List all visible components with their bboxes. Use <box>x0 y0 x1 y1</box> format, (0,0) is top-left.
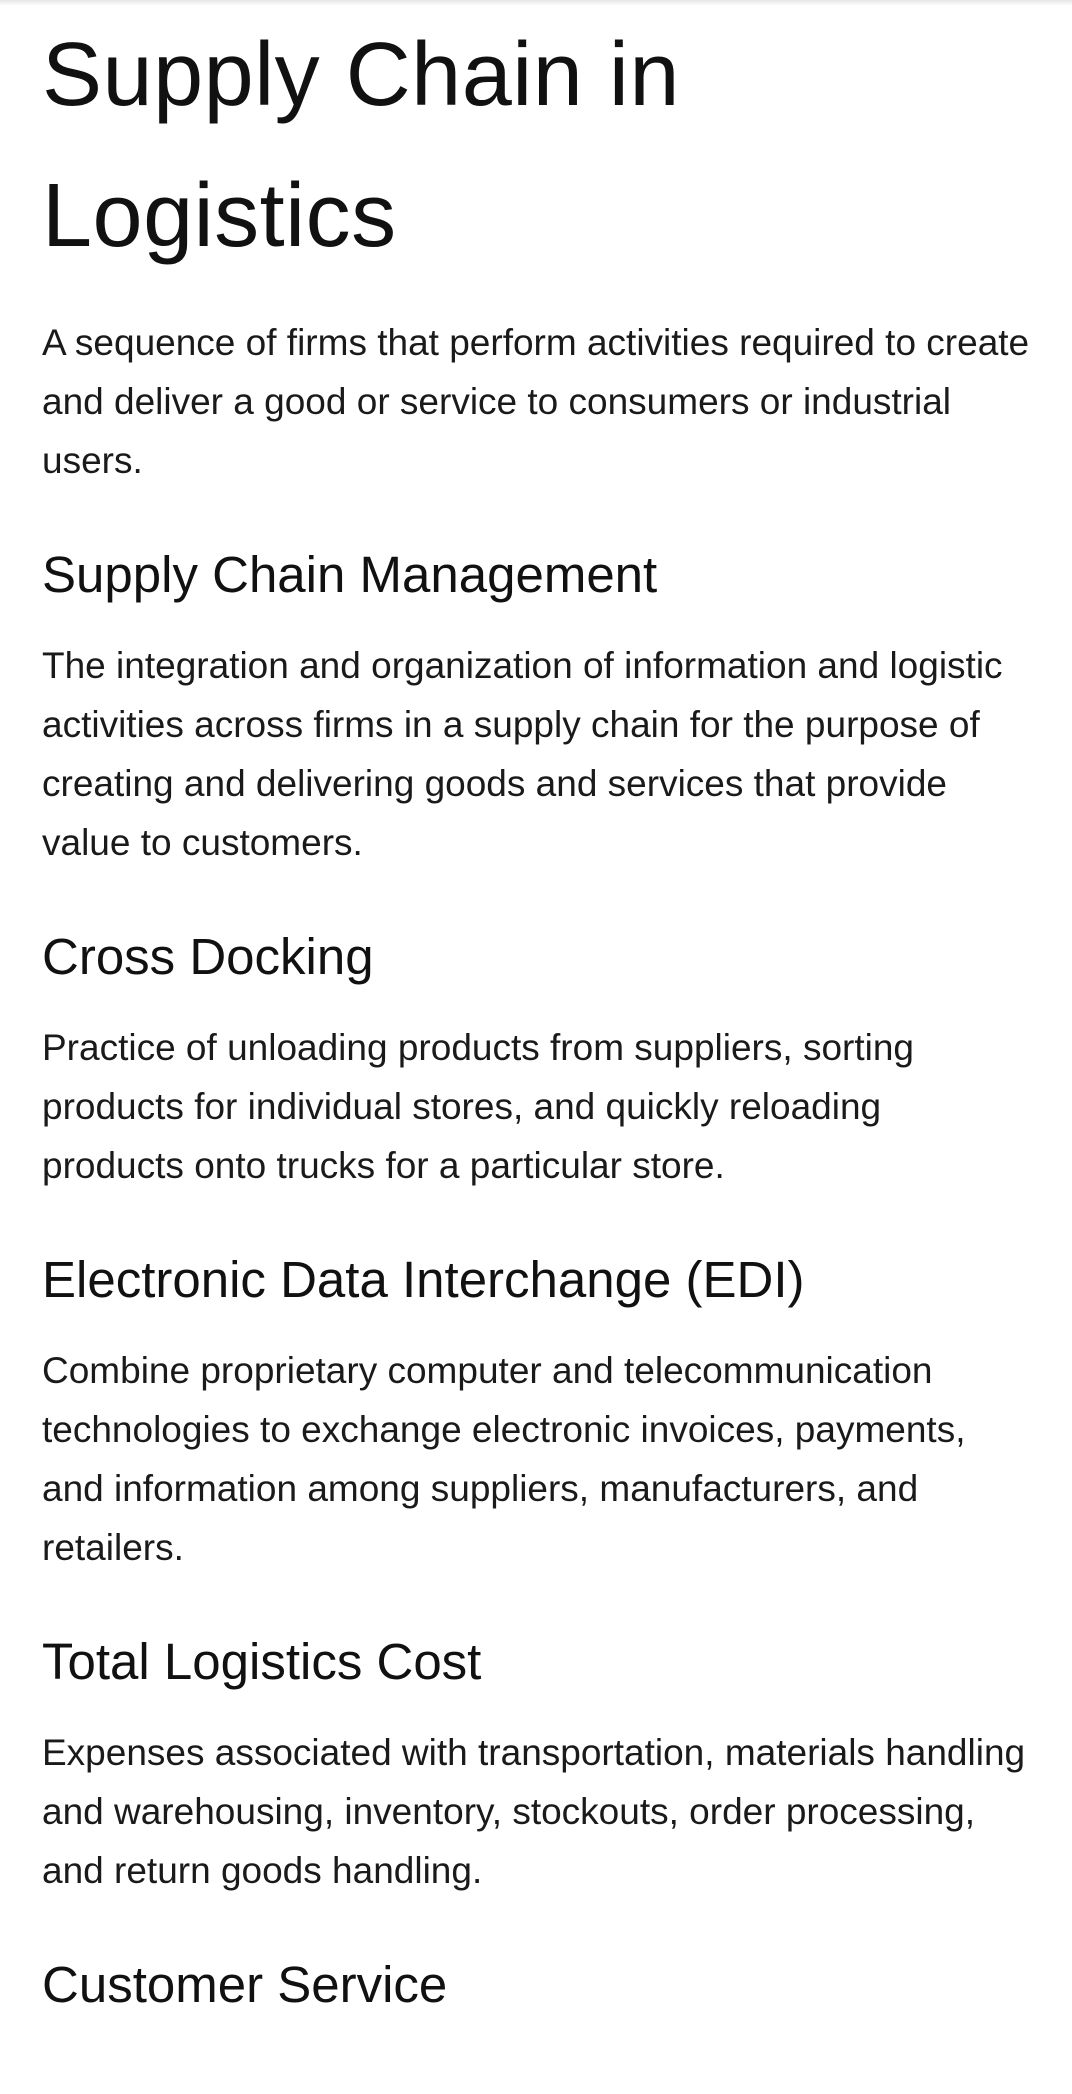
section-heading: Customer Service <box>42 1956 448 2013</box>
section-supply-chain-management: Supply Chain Management The integration … <box>42 540 1032 872</box>
section-text: Practice of unloading products from supp… <box>42 1027 914 1186</box>
section-total-logistics-cost: Total Logistics Cost Expenses associated… <box>42 1627 1032 1900</box>
article: Supply Chain in Logistics A sequence of … <box>42 0 1032 2020</box>
section-text: The integration and organization of info… <box>42 645 1003 863</box>
intro-paragraph: A sequence of firms that perform activit… <box>42 322 1030 481</box>
section-heading: Electronic Data Interchange (EDI) <box>42 1251 805 1308</box>
section-heading: Cross Docking <box>42 928 374 985</box>
top-edge-shadow <box>0 0 1072 6</box>
section-cross-docking: Cross Docking Practice of unloading prod… <box>42 922 1032 1195</box>
section-text: Combine proprietary computer and telecom… <box>42 1350 966 1568</box>
section-customer-service: Customer Service <box>42 1950 1032 2020</box>
page-title: Supply Chain in Logistics <box>42 25 680 266</box>
section-electronic-data-interchange: Electronic Data Interchange (EDI) Combin… <box>42 1245 1032 1577</box>
section-text: Expenses associated with transportation,… <box>42 1732 1026 1891</box>
section-heading: Total Logistics Cost <box>42 1633 482 1690</box>
section-heading: Supply Chain Management <box>42 546 658 603</box>
